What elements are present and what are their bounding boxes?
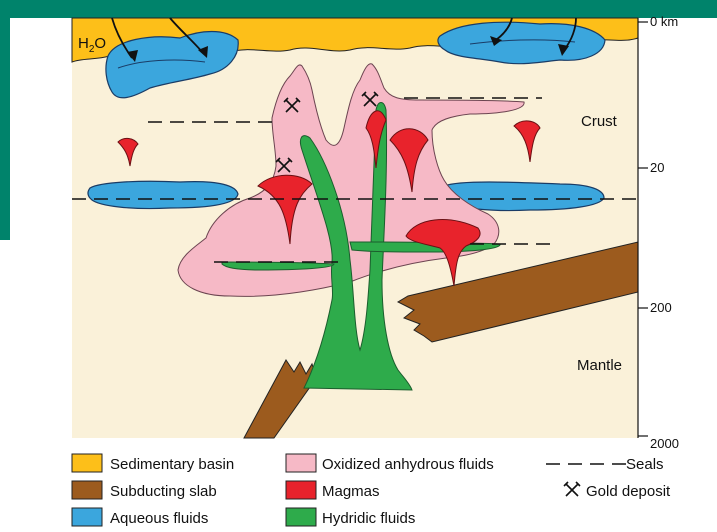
legend-label: Magmas bbox=[322, 483, 380, 500]
depth-tick-200: 200 bbox=[650, 300, 672, 315]
legend-swatch-sedimentary bbox=[72, 454, 102, 472]
gold-deposit-legend-icon bbox=[564, 482, 580, 496]
legend-swatch-aqueous bbox=[72, 508, 102, 526]
depth-tick-20: 20 bbox=[650, 160, 664, 175]
legend-swatch-hydridic bbox=[286, 508, 316, 526]
frame-band-top bbox=[0, 0, 717, 18]
legend-label: Oxidized anhydrous fluids bbox=[322, 456, 494, 473]
legend-label: Subducting slab bbox=[110, 483, 217, 500]
legend-label: Seals bbox=[626, 456, 664, 473]
aqueous-lens-mid-left bbox=[88, 181, 238, 208]
frame-band-left bbox=[0, 0, 10, 240]
depth-axis-ticks bbox=[638, 22, 648, 436]
legend-label: Gold deposit bbox=[586, 483, 671, 500]
legend-label: Hydridic fluids bbox=[322, 510, 415, 527]
legend-swatch-magma bbox=[286, 481, 316, 499]
legend-label: Aqueous fluids bbox=[110, 510, 208, 527]
legend-label: Sedimentary basin bbox=[110, 456, 234, 473]
legend: Sedimentary basin Subducting slab Aqueou… bbox=[72, 454, 671, 527]
depth-tick-0: 0 km bbox=[650, 14, 678, 29]
crust-label: Crust bbox=[581, 113, 618, 130]
mantle-label: Mantle bbox=[577, 357, 622, 374]
legend-swatch-oxidized bbox=[286, 454, 316, 472]
depth-tick-2000: 2000 bbox=[650, 436, 679, 451]
legend-swatch-slab bbox=[72, 481, 102, 499]
